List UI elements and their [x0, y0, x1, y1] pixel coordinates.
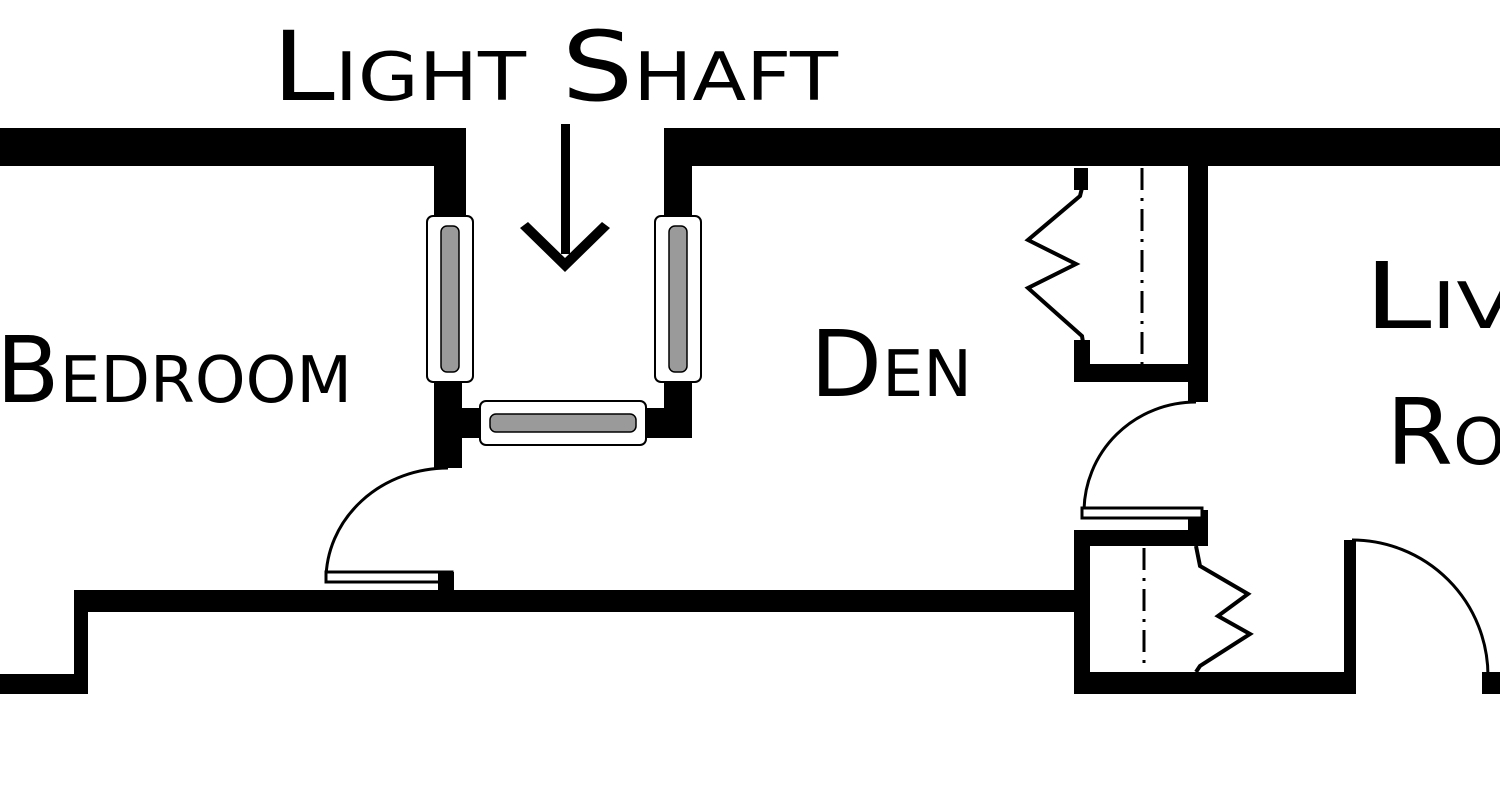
- light-shaft-label: Light Shaft: [272, 11, 839, 123]
- window-left: [426, 215, 474, 383]
- living-room-door: [1351, 538, 1490, 677]
- walls: [0, 128, 1500, 694]
- lower-closet-bifold-door: [1142, 545, 1254, 674]
- bedroom-label: Bedroom: [0, 317, 352, 424]
- upper-closet-bifold-door: [1024, 168, 1144, 364]
- window-bottom: [479, 400, 647, 446]
- living-room-label-line2: Ro: [1386, 379, 1500, 486]
- den-label: Den: [810, 311, 972, 418]
- window-right: [654, 215, 702, 383]
- living-room-label-line1: Liv: [1364, 243, 1500, 350]
- arrow-down-icon: [520, 124, 610, 272]
- bedroom-door: [324, 466, 454, 590]
- den-door: [1080, 400, 1204, 520]
